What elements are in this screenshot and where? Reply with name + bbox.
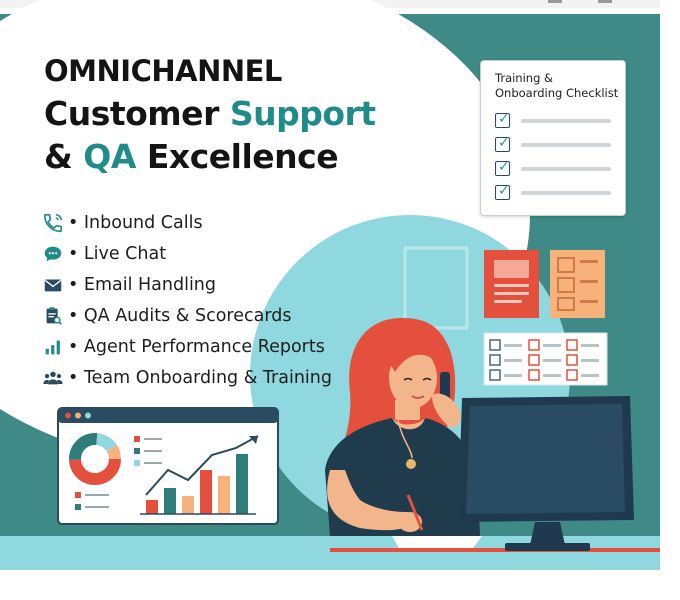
agent-woman [325,318,480,536]
service-item-email-handling: • Email Handling [42,269,332,300]
service-item-live-chat: • Live Chat [42,238,332,269]
title-line-1: OMNICHANNEL [44,54,282,88]
checkmark-icon: ✓ [498,111,510,127]
computer-monitor [458,396,634,551]
onboarding-checklist-card: Training & Onboarding Checklist ✓ ✓ ✓ ✓ [480,60,626,216]
checkbox-checked: ✓ [495,183,510,200]
checkmark-icon: ✓ [498,183,510,199]
service-label: • Email Handling [68,274,217,295]
service-label: • Live Chat [68,243,167,264]
checkbox-checked: ✓ [495,111,510,128]
analytics-dashboard [57,407,279,525]
title-omnichannel: OMNICHANNEL [44,54,282,88]
bar-chart-icon [45,340,60,354]
bar-chart [140,435,259,515]
envelope-icon [44,279,62,291]
service-item-agent-performance: • Agent Performance Reports [42,331,332,362]
checklist-item-line [521,143,611,147]
checklist-item: ✓ [495,111,613,129]
wall-frame [403,246,469,330]
donut-chart [69,433,121,485]
service-label: • Inbound Calls [68,212,203,233]
title-line-3: & QA Excellence [44,137,339,176]
orange-document [550,250,605,318]
chat-bubble-icon [44,246,62,261]
team-icon [43,371,63,384]
service-label: • Team Onboarding & Training [68,367,332,388]
services-list: • Inbound Calls • Live Chat • Email Hand… [42,207,332,393]
checklist-item: ✓ [495,183,613,201]
phone-icon [43,213,63,232]
desk-edge [330,548,660,552]
title-qa: QA [83,137,136,176]
service-label: • Agent Performance Reports [68,336,325,357]
checklist-item: ✓ [495,159,613,177]
title-customer: Customer [44,94,230,133]
checklist-title: Training & Onboarding Checklist [495,71,619,100]
service-item-inbound-calls: • Inbound Calls [42,207,332,238]
title-line-2: Customer Support [44,94,376,133]
title-ampersand: & [44,137,84,176]
checklist-item-line [521,191,611,195]
scorecard-sheet [483,332,608,386]
service-label: • QA Audits & Scorecards [68,305,292,326]
clipboard-search-icon [46,306,62,325]
title-support: Support [229,94,376,133]
checklist-item-line [521,119,611,123]
checklist-item: ✓ [495,135,613,153]
checklist-item-line [521,167,611,171]
service-item-qa-audits: • QA Audits & Scorecards [42,300,332,331]
checkbox-checked: ✓ [495,159,510,176]
checkmark-icon: ✓ [498,135,510,151]
checkmark-icon: ✓ [498,159,510,175]
checkbox-checked: ✓ [495,135,510,152]
red-document [484,250,539,318]
title-excellence: Excellence [135,137,339,176]
service-item-team-onboarding: • Team Onboarding & Training [42,362,332,393]
